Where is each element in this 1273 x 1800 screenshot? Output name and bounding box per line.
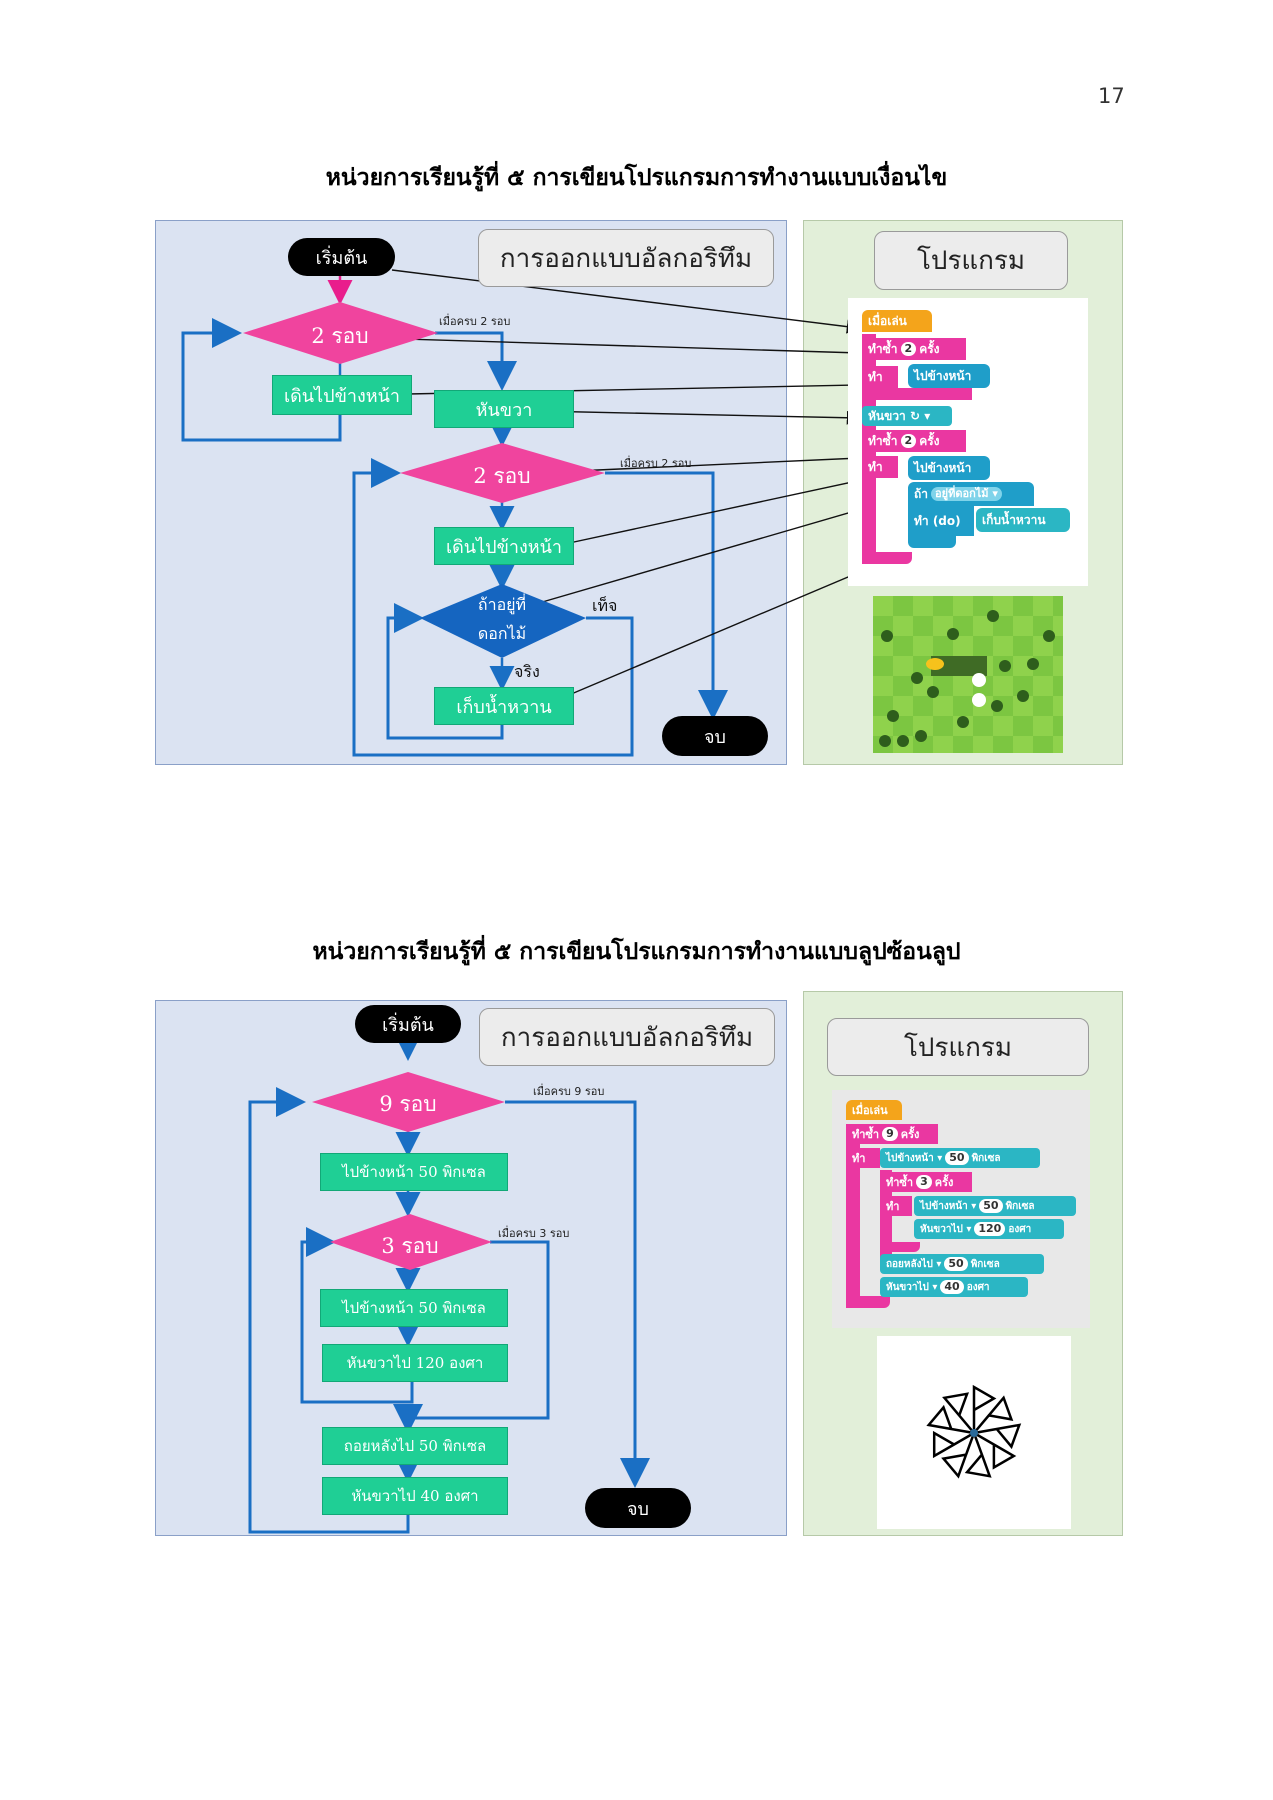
backward-50-step: ถอยหลังไป 50 พิกเซล	[322, 1427, 508, 1465]
inner-loop-label: 3 รอบ	[381, 1234, 439, 1258]
false-label: เท็จ	[592, 596, 618, 615]
loop2-label: 2 รอบ	[473, 464, 531, 488]
bee-icon	[926, 658, 944, 670]
walk-forward-2: เดินไปข้างหน้า	[434, 527, 574, 565]
start-terminal-1: เริ่มต้น	[288, 238, 395, 276]
end-terminal-1: จบ	[662, 716, 768, 756]
do-label-inner: ทำ	[880, 1196, 912, 1216]
inner-loop-note: เมื่อครบ 3 รอบ	[498, 1227, 570, 1240]
inner-loop-diamond	[330, 1214, 492, 1270]
turtle-drawing	[926, 1384, 1022, 1479]
when-run-block-1: เมื่อเล่น	[862, 310, 932, 332]
turn-right-step: หันขวา	[434, 390, 574, 428]
loop1-note: เมื่อครบ 2 รอบ	[439, 315, 511, 328]
flowchart-arrows-2	[248, 1036, 650, 1534]
do-label-outer: ทำ	[846, 1148, 880, 1168]
program-header-1: โปรแกรม	[874, 231, 1068, 290]
section1-title: หน่วยการเรียนรู้ที่ ๕ การเขียนโปรแกรมการ…	[325, 165, 948, 191]
loop2-diamond	[400, 443, 605, 503]
end-terminal-2: จบ	[585, 1488, 691, 1528]
forward-block-1a: ไปข้างหน้า	[908, 364, 990, 388]
start-terminal-2: เริ่มต้น	[355, 1005, 461, 1043]
loop1-diamond	[243, 302, 438, 364]
flower-icon	[972, 693, 986, 707]
collect-nectar-step: เก็บน้ำหวาน	[434, 687, 574, 725]
turn-right-120-step: หันขวาไป 120 องศา	[322, 1344, 508, 1382]
flower-icon	[972, 673, 986, 687]
turn-right-40-step: หันขวาไป 40 องศา	[322, 1477, 508, 1515]
when-run-block-2: เมื่อเล่น	[846, 1100, 902, 1120]
game-board	[873, 596, 1063, 753]
if-do-label: ทำ (do)	[908, 506, 974, 536]
turn-right-block: หันขวา ↻ ▾	[862, 406, 952, 426]
condition-diamond	[420, 584, 586, 658]
outer-loop-diamond	[312, 1072, 505, 1132]
loop2-note: เมื่อครบ 2 รอบ	[620, 457, 692, 470]
flowchart-arrows-1	[181, 269, 981, 757]
loop1-label: 2 รอบ	[311, 324, 369, 348]
do-label-1b: ทำ	[862, 456, 898, 478]
game-board-grid	[873, 596, 1063, 753]
walk-forward-1: เดินไปข้างหน้า	[272, 375, 412, 415]
section2-title: หน่วยการเรียนรู้ที่ ๕ การเขียนโปรแกรมการ…	[312, 939, 961, 965]
algorithm-header-1: การออกแบบอัลกอริทึม	[478, 229, 774, 287]
true-label: จริง	[514, 662, 540, 681]
if-block: ถ้าอยู่ที่ดอกไม้ ▾	[908, 482, 1034, 506]
get-nectar-block: เก็บน้ำหวาน	[976, 508, 1070, 532]
condition-label-line1: ถ้าอยู่ที่	[477, 595, 527, 614]
turtle-icon	[970, 1429, 978, 1437]
forward-block-1b: ไปข้างหน้า	[908, 456, 990, 480]
algorithm-header-2: การออกแบบอัลกอริทึม	[479, 1008, 775, 1066]
program-header-2: โปรแกรม	[827, 1018, 1089, 1076]
do-label-1a: ทำ	[862, 366, 898, 388]
forward-50-step-2: ไปข้างหน้า 50 พิกเซล	[320, 1289, 508, 1327]
turtle-drawing-canvas	[877, 1336, 1071, 1529]
condition-label-line2: ดอกไม้	[477, 624, 527, 643]
page-number: 17	[1098, 84, 1125, 108]
forward-50-step-1: ไปข้างหน้า 50 พิกเซล	[320, 1153, 508, 1191]
outer-loop-note: เมื่อครบ 9 รอบ	[533, 1085, 605, 1098]
outer-loop-label: 9 รอบ	[379, 1092, 437, 1116]
turtle-path	[926, 1384, 1022, 1479]
